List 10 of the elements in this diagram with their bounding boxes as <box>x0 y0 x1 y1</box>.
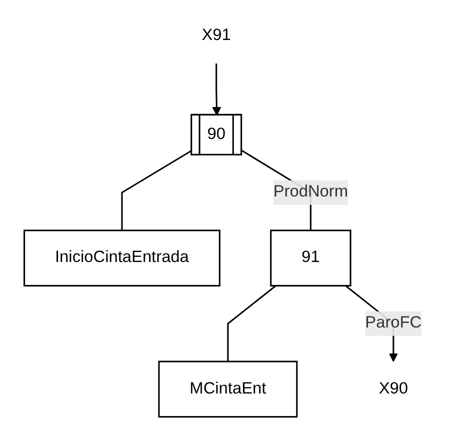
node-box: 91 <box>270 230 352 286</box>
edge-label: ParoFC <box>365 314 422 332</box>
connector <box>121 150 192 230</box>
node-box: MCintaEnt <box>158 360 298 418</box>
edge-label: ProdNorm <box>273 183 348 201</box>
node-box: InicioCintaEntrada <box>24 230 220 286</box>
connector <box>227 285 276 362</box>
node-text: X90 <box>378 380 408 398</box>
node-text: X91 <box>202 26 231 44</box>
arrow <box>212 64 222 116</box>
